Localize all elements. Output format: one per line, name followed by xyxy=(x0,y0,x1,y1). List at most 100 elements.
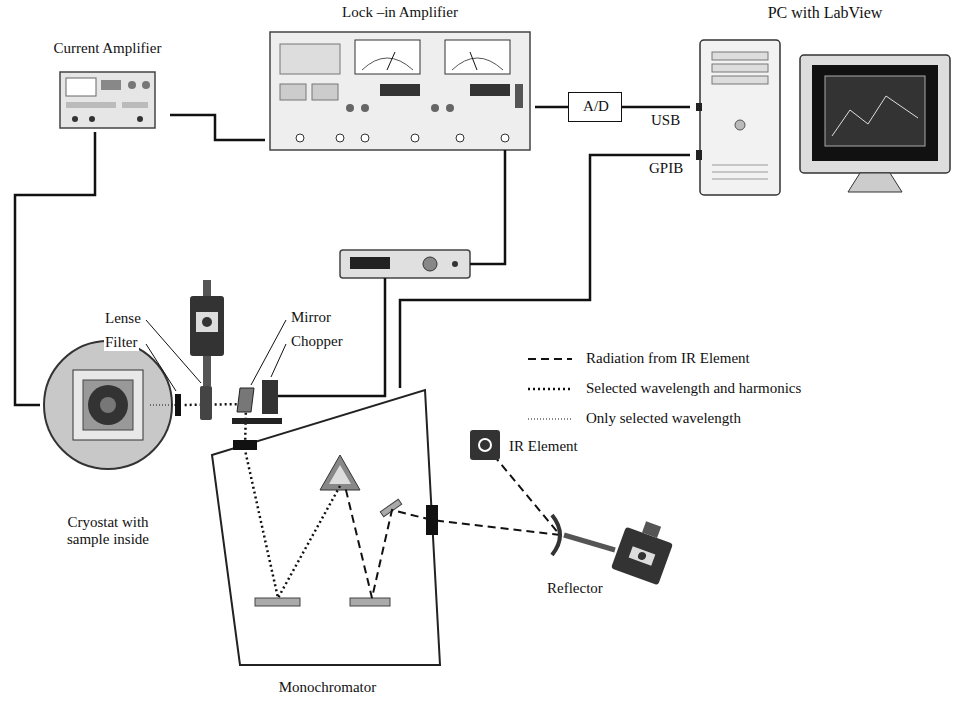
mirror xyxy=(237,388,254,412)
illustration-part xyxy=(825,76,925,146)
illustration-part xyxy=(800,55,950,173)
illustration-part xyxy=(848,173,902,192)
illustration-part xyxy=(452,58,503,70)
illustration-part xyxy=(456,134,464,142)
node-label: Lock –in Amplifier xyxy=(265,4,535,21)
node-label: PC with LabView xyxy=(690,4,960,22)
illustration-part xyxy=(137,116,143,122)
cryostat xyxy=(44,341,172,469)
illustration-part xyxy=(361,134,369,142)
illustration-part xyxy=(336,134,344,142)
pc-monitor xyxy=(800,55,950,192)
illustration-part xyxy=(423,257,437,271)
illustration-part xyxy=(470,84,510,96)
illustration-part xyxy=(355,40,420,74)
legend-text: Selected wavelength and harmonics xyxy=(586,380,801,397)
illustration-part xyxy=(329,465,351,484)
illustration-part xyxy=(44,341,172,469)
illustration-part xyxy=(122,102,148,108)
illustration-part xyxy=(411,134,419,142)
illustration-part xyxy=(712,52,768,60)
illustration-part xyxy=(83,380,133,430)
illustration-part xyxy=(100,397,116,413)
illustration-part xyxy=(446,104,454,112)
wire xyxy=(470,150,505,264)
monochromator-box: Monochromator xyxy=(210,388,445,698)
port-label: GPIB xyxy=(648,160,684,177)
legend-text: Radiation from IR Element xyxy=(586,350,750,367)
ir-element xyxy=(470,430,500,460)
illustration-part xyxy=(203,280,211,296)
illustration-part xyxy=(320,455,360,490)
illustration-part xyxy=(196,312,218,332)
node-label: Monochromator xyxy=(210,679,445,696)
illustration-part xyxy=(696,103,702,111)
illustration-part xyxy=(280,44,340,74)
illustration-part xyxy=(431,104,439,112)
reflector-mount xyxy=(611,515,677,585)
part-label: Chopper xyxy=(290,333,344,350)
illustration-part xyxy=(72,116,78,122)
current-amplifier-device xyxy=(60,72,155,128)
instrument-box: Lock –in Amplifier xyxy=(265,4,535,156)
wire xyxy=(278,278,385,396)
cable xyxy=(15,132,95,405)
illustration-part xyxy=(712,76,768,84)
illustration-part xyxy=(66,102,116,108)
illustration-part xyxy=(346,104,354,112)
lens-mount xyxy=(190,280,224,420)
legend-sample xyxy=(528,358,572,360)
illustration-part xyxy=(203,356,211,386)
pc-tower xyxy=(696,40,780,195)
leader-line xyxy=(146,320,201,383)
cryostat-box: Cryostat with sample inside xyxy=(40,335,176,550)
illustration-part xyxy=(101,80,121,90)
selected-beam xyxy=(150,405,175,406)
illustration-part xyxy=(470,430,500,460)
illustration-part xyxy=(479,439,491,451)
illustration-part xyxy=(501,134,509,142)
illustration-part xyxy=(255,598,300,606)
node-label: A/D xyxy=(569,98,623,115)
port-label: USB xyxy=(650,112,681,129)
leader-line xyxy=(146,344,176,391)
illustration-part xyxy=(700,40,780,195)
illustration-part xyxy=(66,78,96,96)
part-label: Mirror xyxy=(290,309,332,326)
converter-box: A/D xyxy=(568,92,622,122)
cable xyxy=(622,106,690,109)
lock-in-device xyxy=(270,32,530,150)
illustration-part xyxy=(712,64,768,72)
illustration-part xyxy=(202,317,212,327)
illustration-part xyxy=(629,546,656,565)
illustration-part xyxy=(200,386,212,420)
cable xyxy=(535,106,568,109)
illustration-part xyxy=(470,52,477,70)
cable xyxy=(170,115,265,140)
computer-box: PC with LabView xyxy=(690,4,960,196)
illustration-part xyxy=(712,179,768,180)
illustration-part xyxy=(361,104,369,112)
illustration-part xyxy=(190,296,224,356)
illustration-part xyxy=(212,390,440,665)
chopper xyxy=(262,380,278,414)
illustration-part xyxy=(712,172,768,173)
illustration-part xyxy=(735,120,745,130)
illustration-part xyxy=(712,165,768,166)
illustration-part xyxy=(89,116,95,122)
illustration-part xyxy=(350,257,390,269)
radiation-beam xyxy=(345,445,560,598)
illustration-part xyxy=(611,527,673,585)
node-label: Current Amplifier xyxy=(45,40,170,57)
legend-text: Only selected wavelength xyxy=(586,410,741,427)
illustration-part xyxy=(142,81,150,89)
illustration-part xyxy=(73,370,143,440)
illustration-part xyxy=(637,551,647,561)
part-label: IR Element xyxy=(508,438,579,455)
chopper-controller xyxy=(340,250,470,278)
illustration-part xyxy=(88,385,128,425)
illustration-part xyxy=(312,84,338,100)
instrument-box: Current Amplifier xyxy=(45,40,170,132)
illustration-part xyxy=(340,250,470,278)
reflector-rod xyxy=(564,535,615,550)
